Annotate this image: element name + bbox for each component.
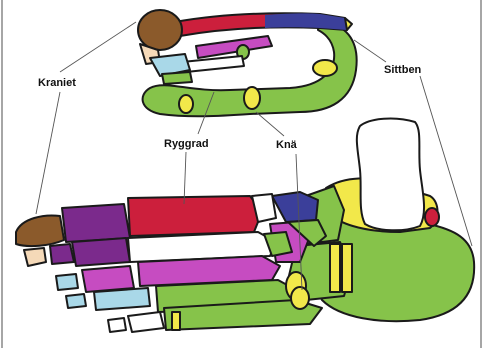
tibia-bone (357, 119, 424, 231)
toe5-proximal (128, 312, 164, 332)
midfoot-band-1 (330, 244, 340, 292)
label-spine: Ryggrad (164, 138, 209, 150)
leader-skull-top (60, 22, 136, 72)
toe3-distal (56, 274, 78, 290)
label-pelvis: Sittben (384, 64, 422, 76)
toe5-distal (108, 318, 126, 332)
small-skeleton-forearm (182, 56, 244, 72)
small-skeleton-hip-band (179, 95, 193, 113)
toe5-band (172, 312, 180, 330)
small-skeleton-ankle-band (244, 87, 260, 109)
leader-skull-bottom (36, 92, 60, 214)
foot-skeleton (16, 119, 474, 332)
toe2-middle (50, 244, 74, 264)
small-skeleton-fingers (162, 72, 192, 84)
toe2-distal (24, 248, 46, 266)
small-skeleton (138, 10, 357, 116)
toe2-proximal (72, 238, 130, 266)
label-knee: Knä (276, 139, 298, 151)
toe1-proximal (62, 204, 130, 242)
cuneiform-blue (272, 192, 318, 222)
small-skeleton-knee-band (313, 60, 337, 76)
toe5-joint (291, 287, 309, 309)
midfoot-band-2 (342, 244, 352, 292)
toe4-proximal (94, 288, 150, 310)
small-skeleton-tailbone (345, 18, 352, 30)
toe4-distal (66, 294, 86, 308)
small-skeleton-skull (138, 10, 182, 50)
leader-pelvis-top (354, 40, 386, 62)
toe1-metatarsal (128, 196, 262, 236)
toe1-distal (16, 216, 64, 247)
red-accent (425, 208, 439, 226)
label-skull: Kraniet (38, 77, 76, 89)
leader-knee-top (256, 112, 284, 136)
small-skeleton-arm (196, 36, 272, 58)
toe3-proximal (82, 266, 134, 292)
